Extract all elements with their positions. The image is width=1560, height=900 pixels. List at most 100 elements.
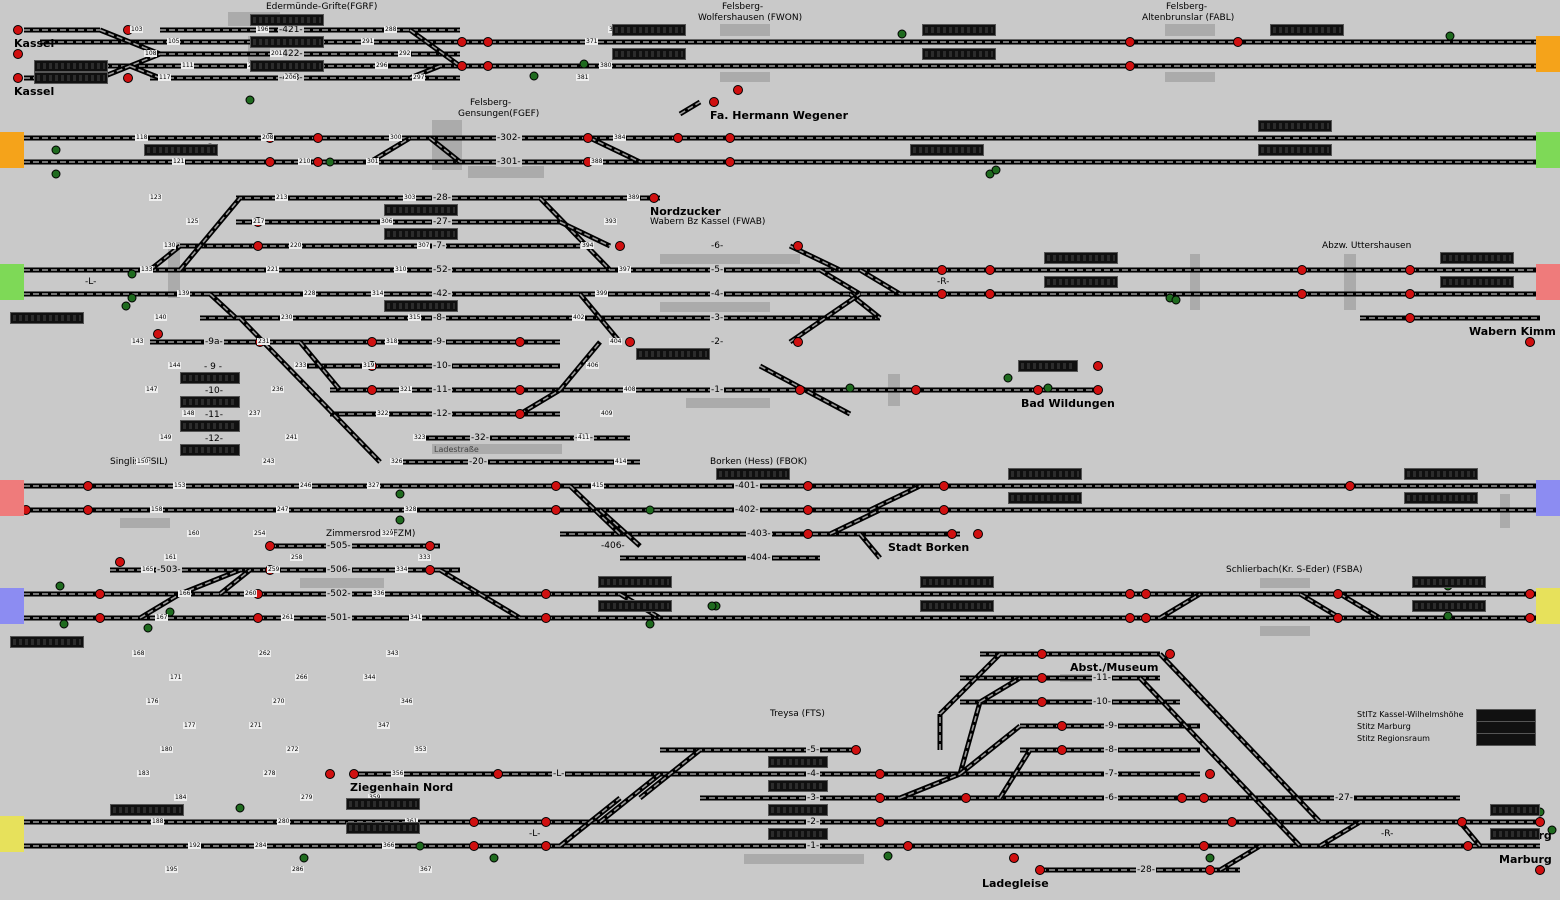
track-name-15: -12- xyxy=(432,409,452,419)
counter-display-28 xyxy=(716,468,790,480)
stellwerk-regionsraum[interactable]: Stitz Regionsraum xyxy=(1357,734,1430,743)
signal-red-94 xyxy=(1199,841,1209,851)
section-number: 206 xyxy=(284,74,298,81)
section-number: 144 xyxy=(168,362,182,369)
edge-connector-red-right[interactable] xyxy=(1536,264,1560,300)
track-d-51-inner xyxy=(1219,845,1261,871)
signal-red-93 xyxy=(1199,793,1209,803)
edge-connector-green-right[interactable] xyxy=(1536,132,1560,168)
track-name-28: -402- xyxy=(734,505,760,515)
track-name-49: -L- xyxy=(528,829,542,839)
edge-connector-blue-right[interactable] xyxy=(1536,480,1560,516)
track-name-33: -503- xyxy=(156,565,182,575)
signal-red-51 xyxy=(83,505,93,515)
signal-red-4 xyxy=(123,73,133,83)
station-label-fabl-2: Altenbrunslar (FABL) xyxy=(1142,13,1235,23)
platform-shadow-12 xyxy=(1344,254,1356,310)
section-number: 258 xyxy=(290,554,304,561)
signal-red-8 xyxy=(313,157,323,167)
signal-red-108 xyxy=(1125,61,1135,71)
track-name-39: -9- xyxy=(1104,721,1119,731)
signal-red-90 xyxy=(875,793,885,803)
counter-display-9 xyxy=(1270,24,1344,36)
platform-shadow-2 xyxy=(720,24,770,36)
platform-shadow-16 xyxy=(300,578,384,588)
signal-green-23 xyxy=(1003,373,1013,383)
signal-red-103 xyxy=(903,841,913,851)
section-number: 291 xyxy=(361,38,375,45)
track-name-25: -L- xyxy=(84,277,98,287)
section-number: 336 xyxy=(372,590,386,597)
section-number: 353 xyxy=(414,746,428,753)
platform-shadow-18 xyxy=(1260,578,1310,588)
track-name-16: -32- xyxy=(470,433,490,443)
counter-display-7 xyxy=(922,24,996,36)
track-d-30-inner xyxy=(139,593,181,619)
edge-connector-blue-left[interactable] xyxy=(0,588,24,624)
signal-green-35 xyxy=(883,851,893,861)
section-number: 192 xyxy=(188,842,202,849)
section-number: 180 xyxy=(160,746,174,753)
signal-green-20 xyxy=(529,71,539,81)
section-number: 306 xyxy=(380,218,394,225)
signal-red-114 xyxy=(1205,769,1215,779)
section-number: 217 xyxy=(252,218,266,225)
edge-connector-yellow-right[interactable] xyxy=(1536,588,1560,624)
section-number: 346 xyxy=(400,698,414,705)
signal-green-15 xyxy=(897,29,907,39)
counter-display-27 xyxy=(1018,360,1078,372)
section-number: 103 xyxy=(130,26,144,33)
station-label-fsba: Schlierbach(Kr. S-Eder) (FSBA) xyxy=(1226,565,1363,575)
edge-connector-yellow-left[interactable] xyxy=(0,816,24,852)
signal-red-58 xyxy=(973,529,983,539)
track-name-19: -6- xyxy=(710,241,725,251)
section-number: 260 xyxy=(244,590,258,597)
section-number: 143 xyxy=(131,338,145,345)
section-number: 380 xyxy=(599,62,613,69)
track-d-6-inner xyxy=(429,137,461,163)
section-number: 158 xyxy=(150,506,164,513)
stellwerk-marburg[interactable]: Stitz Marburg xyxy=(1357,722,1411,731)
section-number: 341 xyxy=(409,614,423,621)
section-number: 231 xyxy=(257,338,271,345)
track-d-0-inner xyxy=(99,29,161,55)
section-number: 177 xyxy=(183,722,197,729)
section-number: 307 xyxy=(417,242,431,249)
edge-connector-orange-right[interactable] xyxy=(1536,36,1560,72)
signal-red-29 xyxy=(1405,265,1415,275)
edge-connector-red-left[interactable] xyxy=(0,480,24,516)
section-number: 397 xyxy=(618,266,632,273)
counter-display-0 xyxy=(250,14,324,26)
section-number: 188 xyxy=(151,818,165,825)
signal-red-72 xyxy=(1141,589,1151,599)
counter-display-35 xyxy=(920,576,994,588)
signal-red-1 xyxy=(13,49,23,59)
section-number: 303 xyxy=(403,194,417,201)
section-number: 246 xyxy=(299,482,313,489)
edge-connector-green-left[interactable] xyxy=(0,264,24,300)
station-label-fzm: Zimmersrode (FZM) xyxy=(326,529,416,539)
track-name-34: -506- xyxy=(326,565,352,575)
edge-connector-orange-left[interactable] xyxy=(0,132,24,168)
counter-display-6 xyxy=(612,48,686,60)
track-name-23: -2- xyxy=(710,337,725,347)
station-label-fts: Treysa (FTS) xyxy=(770,709,825,719)
section-number: 123 xyxy=(149,194,163,201)
signal-red-13 xyxy=(583,133,593,143)
section-number: 196 xyxy=(256,26,270,33)
track-name-50: -27- xyxy=(1334,793,1354,803)
track-d-46-inner xyxy=(1159,653,1321,823)
signal-red-32 xyxy=(153,329,163,339)
section-number: 321 xyxy=(399,386,413,393)
section-number: 381 xyxy=(576,74,590,81)
signal-green-31 xyxy=(235,803,245,813)
stellwerk-kassel[interactable]: StITz Kassel-Wilhelmshöhe xyxy=(1357,710,1464,719)
section-number: 259 xyxy=(267,566,281,573)
signal-red-53 xyxy=(551,505,561,515)
section-number: 347 xyxy=(377,722,391,729)
counter-display-30 xyxy=(1008,492,1082,504)
section-number: 315 xyxy=(408,314,422,321)
section-number: 406 xyxy=(586,362,600,369)
section-number: 230 xyxy=(280,314,294,321)
